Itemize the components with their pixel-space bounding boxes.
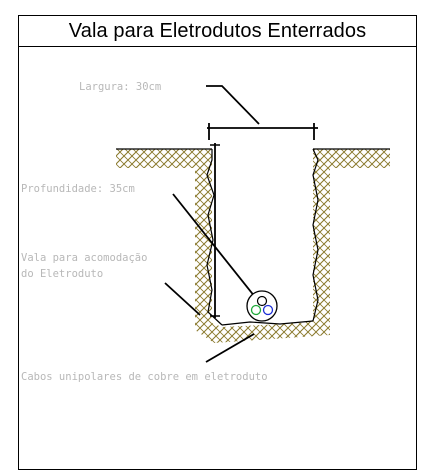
diagram-title: Vala para Eletrodutos Enterrados	[68, 19, 367, 42]
width-dimension	[207, 123, 318, 140]
leader-vala	[164, 282, 201, 316]
label-largura: Largura: 30cm	[79, 81, 161, 93]
depth-dimension	[210, 143, 220, 318]
trench-wall-right	[312, 148, 319, 322]
label-cabos: Cabos unipolares de cobre em eletroduto	[21, 371, 268, 383]
leader-profundidade	[172, 193, 256, 298]
trench-wall-left	[206, 149, 223, 326]
conduit-icon	[246, 290, 278, 322]
drawing-area	[18, 46, 417, 470]
trench-bottom	[221, 320, 314, 326]
soil-hatch-left	[116, 149, 390, 343]
cable-blue-icon	[262, 304, 274, 316]
cable-green-icon	[250, 304, 262, 316]
leader-largura	[206, 85, 260, 125]
label-profundidade: Profundidade: 35cm	[21, 183, 135, 195]
label-vala-line2: do Eletroduto	[21, 268, 103, 280]
label-vala-line1: Vala para acomodação	[21, 252, 147, 264]
cable-black-icon	[256, 295, 268, 307]
leader-cabos	[205, 333, 255, 363]
